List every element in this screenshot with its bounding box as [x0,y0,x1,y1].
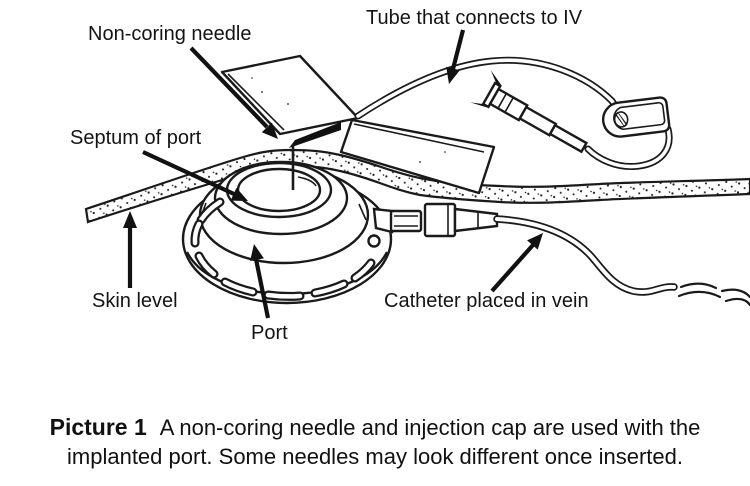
caption-text-line2: implanted port. Some needles may look di… [67,444,683,469]
caption-line-2: implanted port. Some needles may look di… [0,442,750,471]
tube-pointer-arrow [446,29,466,84]
catheter-tube [493,215,678,296]
needle-label: Non-coring needle [88,23,251,45]
caption: Picture 1 A non-coring needle and injecti… [0,413,750,471]
vein-end-strokes [677,282,750,307]
iv-tube-loop [584,125,673,171]
caption-picture-label: Picture 1 [49,414,147,440]
port-pointer-arrow [250,244,271,319]
catheter-pointer-arrow [490,233,543,293]
port-label: Port [251,322,288,344]
iv-tube [354,56,620,120]
septum-pointer-arrow [142,150,248,201]
wing-specks [251,77,446,163]
caption-line-1: Picture 1 A non-coring needle and injecti… [0,413,750,442]
butterfly-wing-left [220,54,360,136]
needle-pointer-arrow [189,46,278,139]
caption-text-line1: A non-coring needle and injection cap ar… [159,415,701,440]
implanted-port [181,160,393,305]
tube-label: Tube that connects to IV [366,7,583,29]
catheter-connector [372,202,499,238]
medical-diagram: Non-coring needle Tube that connects to … [70,7,750,344]
wing-left-edge-line [227,73,285,131]
septum-rings [225,161,333,219]
catheter-label: Catheter placed in vein [384,290,589,312]
slide-clamp [602,96,671,138]
needle-hub-bend [289,122,341,148]
butterfly-wing-right [339,118,496,195]
flange-suture-slots [190,197,381,301]
septum-label: Septum of port [70,127,202,149]
injection-cap [470,70,589,154]
skin-level-pointer-arrow [123,211,137,288]
flange-hole [367,234,381,248]
dome-wall-right [358,203,367,221]
skin-level-label: Skin level [92,290,178,312]
wing-right-fold-line [353,123,485,153]
